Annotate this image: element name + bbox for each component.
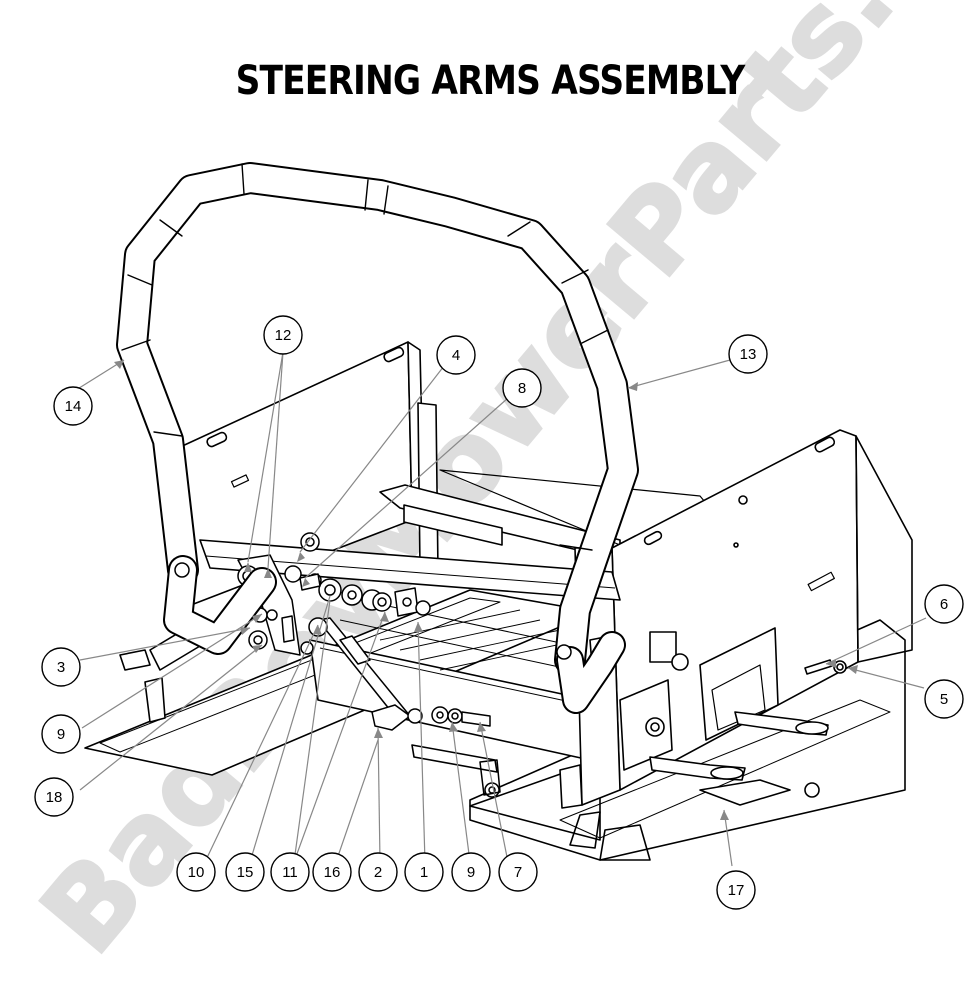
callout-circle (498, 852, 538, 892)
callout-7: 7 (498, 852, 538, 892)
callout-label: 9 (57, 726, 65, 743)
callout-circle (358, 852, 398, 892)
callout-label: 17 (728, 882, 745, 899)
callout-1: 1 (404, 852, 444, 892)
callout-circle (270, 852, 310, 892)
callout-18: 18 (34, 777, 74, 817)
steering-handle (116, 162, 639, 714)
callout-circle (34, 777, 74, 817)
callout-circle (436, 335, 476, 375)
callout-circle (53, 386, 93, 426)
callout-label: 12 (275, 327, 292, 344)
callout-label: 3 (57, 659, 65, 676)
callout-label: 4 (452, 347, 460, 364)
callout-label: 11 (282, 864, 298, 881)
callout-17: 17 (716, 870, 756, 910)
leader-lines (75, 351, 927, 867)
callout-circle (924, 679, 964, 719)
callout-label: 8 (518, 380, 526, 397)
callout-9a: 9 (41, 714, 81, 754)
callout-circle (716, 870, 756, 910)
callout-label: 14 (65, 398, 82, 415)
callout-14: 14 (53, 386, 93, 426)
callout-circle (225, 852, 265, 892)
callout-label: 6 (940, 596, 948, 613)
callout-circle (728, 334, 768, 374)
callout-circle (41, 714, 81, 754)
callout-circle (312, 852, 352, 892)
callout-label: 13 (740, 346, 757, 363)
callout-16: 16 (312, 852, 352, 892)
callout-circle (41, 647, 81, 687)
callout-label: 18 (46, 789, 63, 806)
callout-circle (263, 315, 303, 355)
cross-tube (199, 539, 621, 601)
callout-8: 8 (502, 368, 542, 408)
callout-circle (451, 852, 491, 892)
diagram-title: STEERING ARMS ASSEMBLY (235, 58, 746, 104)
callout-circle (924, 584, 964, 624)
callout-11: 11 (270, 852, 310, 892)
pivot-hardware (299, 573, 431, 617)
callout-label: 10 (188, 864, 205, 881)
callout-15: 15 (225, 852, 265, 892)
callout-10: 10 (176, 852, 216, 892)
callout-circle (502, 368, 542, 408)
callout-label: 1 (420, 864, 428, 881)
callout-circle (176, 852, 216, 892)
callout-label: 5 (940, 691, 948, 708)
pedal-arms (649, 659, 847, 806)
callout-label: 15 (237, 864, 254, 881)
callout-9b: 9 (451, 852, 491, 892)
callout-3: 3 (41, 647, 81, 687)
leader-arrowheads (114, 360, 858, 820)
callout-label: 2 (374, 864, 382, 881)
callout-12: 12 (263, 315, 303, 355)
callout-2: 2 (358, 852, 398, 892)
callout-label: 9 (467, 864, 475, 881)
callout-5: 5 (924, 679, 964, 719)
callout-13: 13 (728, 334, 768, 374)
callout-circle (404, 852, 444, 892)
callout-label: 16 (324, 864, 341, 881)
callout-4: 4 (436, 335, 476, 375)
callout-label: 7 (514, 864, 522, 881)
callout-6: 6 (924, 584, 964, 624)
